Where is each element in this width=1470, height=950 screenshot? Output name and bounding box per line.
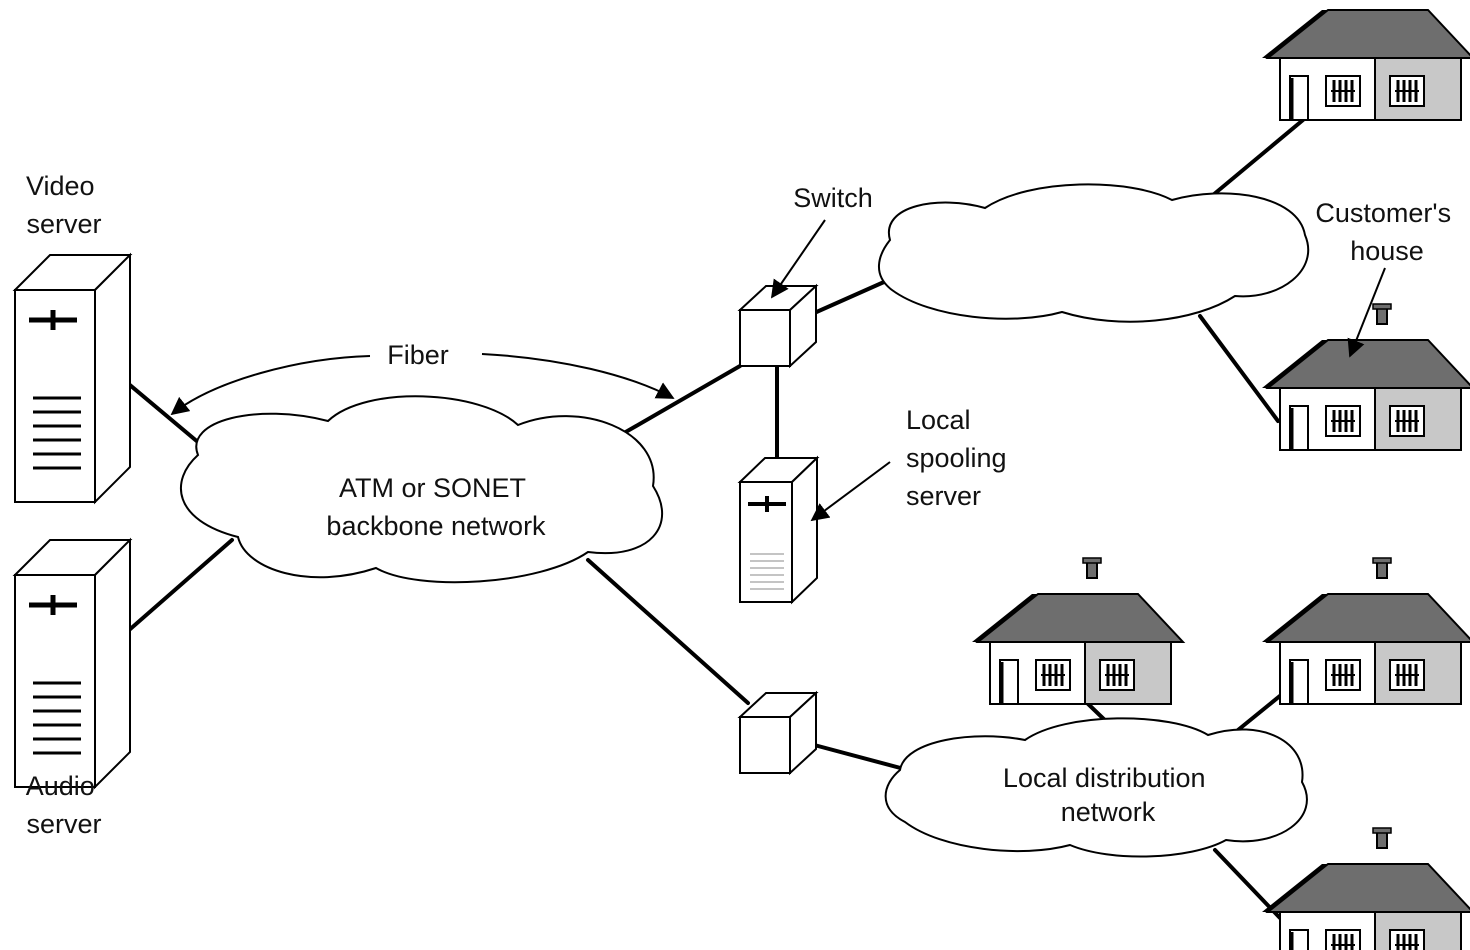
house-icon-mid-right bbox=[1262, 558, 1470, 704]
fiber-arrow-left bbox=[170, 355, 371, 416]
switch-arrow bbox=[770, 219, 826, 299]
upper-cloud-to-house2-link bbox=[1198, 314, 1280, 423]
fiber-arrow-right bbox=[481, 353, 675, 399]
lower-switch-icon bbox=[739, 692, 817, 774]
house-icon-top bbox=[1262, 0, 1470, 120]
backbone-to-lower-switch-link bbox=[586, 558, 750, 705]
switch-icon bbox=[739, 285, 817, 367]
local-spooling-server-icon bbox=[738, 456, 819, 604]
local-spooling-server-label: Local spooling server bbox=[906, 405, 1014, 511]
video-server-label: Video server bbox=[26, 171, 102, 239]
audio-server-icon bbox=[15, 540, 130, 787]
upper-distribution-cloud bbox=[877, 183, 1310, 323]
audio-server-label: Audio server bbox=[26, 771, 103, 839]
fiber-label: Fiber bbox=[387, 340, 449, 370]
house-icon-bottom bbox=[1262, 828, 1470, 950]
lower-switch-to-distribution-link bbox=[801, 740, 910, 772]
annotation-arrows bbox=[170, 219, 1386, 522]
backbone-network-label: ATM or SONET backbone network bbox=[326, 473, 546, 541]
house-icon-mid-left bbox=[972, 558, 1183, 704]
customers-house-label: Customer's house bbox=[1315, 198, 1458, 266]
house-icon-customer bbox=[1262, 304, 1470, 450]
switch-label: Switch bbox=[793, 183, 873, 213]
local-distribution-network-label: Local distribution network bbox=[1003, 763, 1213, 827]
spooling-server-arrow bbox=[810, 461, 891, 522]
video-server-icon bbox=[15, 255, 130, 502]
upper-cloud-to-house-link bbox=[1205, 118, 1305, 202]
backbone-cloud bbox=[179, 395, 664, 584]
local-distribution-cloud bbox=[884, 717, 1308, 858]
audio-server-link bbox=[110, 538, 234, 647]
customers-house-arrow bbox=[1347, 267, 1386, 358]
